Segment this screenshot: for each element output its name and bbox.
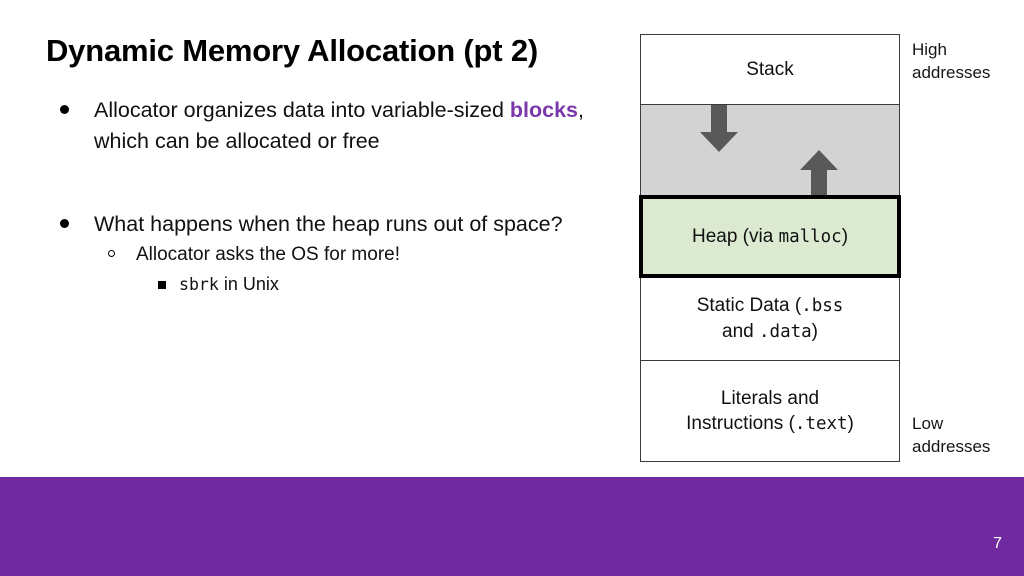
memory-region-heap: Heap (via malloc) <box>639 195 901 278</box>
bullet-item-sbrk-unix: sbrk in Unix <box>46 270 616 299</box>
bullet-text: Allocator asks the OS for more! <box>136 244 400 265</box>
bullet-marker-hollow-circle <box>108 250 115 257</box>
bullet-item-allocator-blocks: Allocator organizes data into variable-s… <box>46 95 616 157</box>
memory-layout-diagram: Stack Heap (via malloc) Static Data (.bs… <box>639 34 901 462</box>
keyword-blocks: blocks <box>509 98 579 122</box>
bullet-item-heap-out-of-space: What happens when the heap runs out of s… <box>46 209 616 240</box>
memory-region-label: Heap (via malloc) <box>691 225 849 247</box>
high-addresses-label: High addresses <box>912 40 991 82</box>
bullet-text-after: , which can be allocated or free <box>94 98 584 153</box>
bullet-list: Allocator organizes data into variable-s… <box>46 95 616 299</box>
bullet-marker-filled-circle <box>60 105 69 114</box>
page-number: 7 <box>993 535 1002 552</box>
memory-region-label: Stack <box>746 59 794 80</box>
bullet-marker-filled-square <box>158 281 166 289</box>
code-malloc: malloc <box>778 226 842 247</box>
low-addresses-label: Low addresses <box>912 414 991 456</box>
bullet-marker-filled-circle <box>60 219 69 228</box>
heap-grows-up-arrow <box>800 150 838 196</box>
bullet-text-before: Allocator organizes data into variable-s… <box>94 98 510 122</box>
memory-region-gap <box>640 104 900 196</box>
bullet-item-allocator-asks-os: Allocator asks the OS for more! <box>46 240 616 270</box>
bullet-text: What happens when the heap runs out of s… <box>94 212 563 236</box>
memory-region-stack: Stack <box>640 34 900 105</box>
stack-grows-down-arrow <box>700 105 738 152</box>
code-data: .data <box>759 322 812 342</box>
bullet-text-after: in Unix <box>218 274 279 294</box>
page-title: Dynamic Memory Allocation (pt 2) <box>46 33 538 68</box>
code-text: .text <box>794 413 848 434</box>
bullet-spacer <box>46 157 616 209</box>
footer-bar: 7 <box>0 477 1024 576</box>
code-bss: .bss <box>801 296 844 316</box>
code-sbrk: sbrk <box>179 275 219 294</box>
